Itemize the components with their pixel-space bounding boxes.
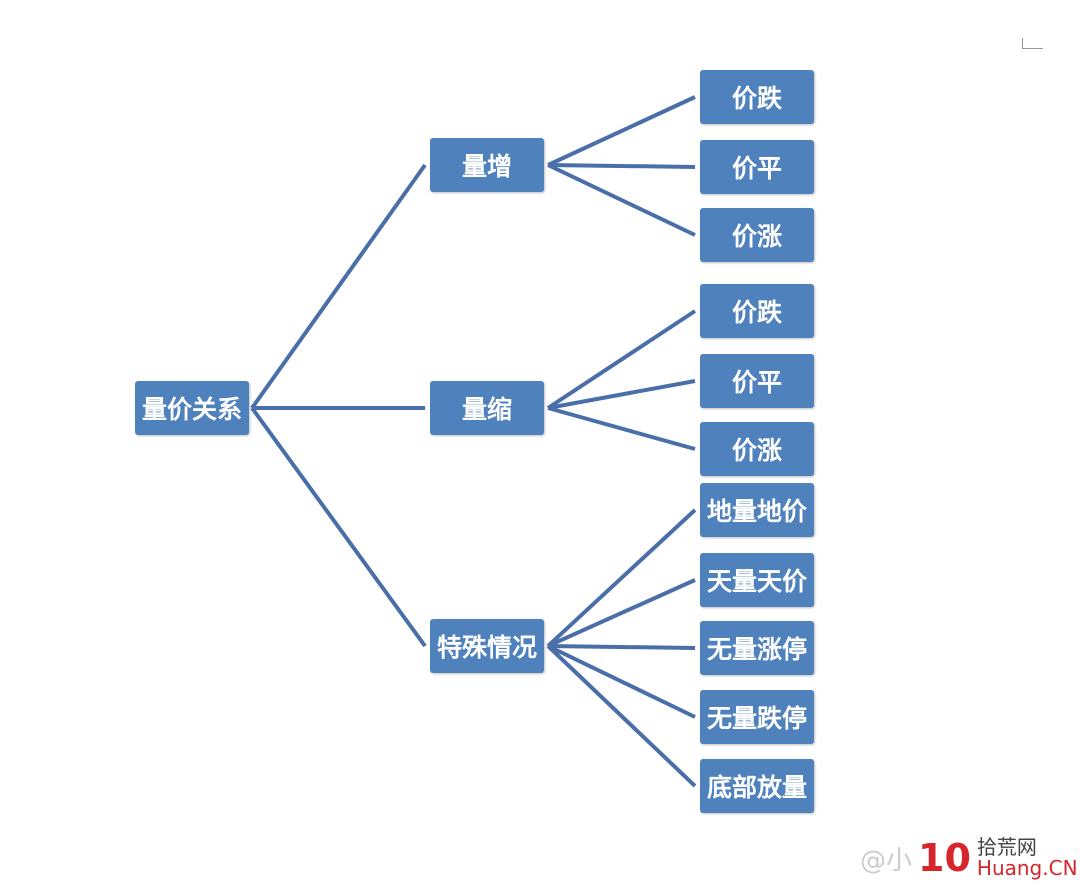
watermark: @小 10 拾荒网 Huang.CN [860,836,1078,880]
leaf-node: 价涨 [700,422,814,476]
branch-to-leaf-line [546,309,697,410]
branch-to-leaf-line [547,379,696,410]
root-to-branch-line [250,163,427,410]
branch-to-leaf-line [547,644,696,719]
leaf-node: 价平 [700,140,814,194]
page-corner-mark [1022,38,1043,49]
leaf-node: 无量跌停 [700,690,814,744]
branch-to-leaf-line [547,163,696,169]
branch-to-leaf-line [547,644,696,650]
branch-node: 量缩 [430,381,544,435]
leaf-node: 天量天价 [700,553,814,607]
branch-node: 特殊情况 [430,619,544,673]
leaf-node: 底部放量 [700,759,814,813]
leaf-node: 无量涨停 [700,621,814,675]
watermark-site-cn: 拾荒网 [976,835,1037,859]
watermark-logo-number: 10 [918,836,971,880]
branch-to-leaf-line [547,163,696,237]
leaf-node: 价跌 [700,70,814,124]
branch-node: 量增 [430,138,544,192]
branch-to-leaf-line [546,644,697,788]
watermark-site-en: Huang.CN [976,856,1078,880]
watermark-handle: @小 [860,845,913,876]
branch-to-leaf-line [547,578,696,648]
branch-to-leaf-line [547,406,696,451]
leaf-node: 价平 [700,354,814,408]
branch-to-leaf-line [546,508,697,648]
root-node: 量价关系 [135,381,249,435]
leaf-node: 地量地价 [700,483,814,537]
leaf-node: 价跌 [700,284,814,338]
branch-to-leaf-line [547,95,696,167]
leaf-node: 价涨 [700,208,814,262]
root-to-branch-line [250,406,427,648]
